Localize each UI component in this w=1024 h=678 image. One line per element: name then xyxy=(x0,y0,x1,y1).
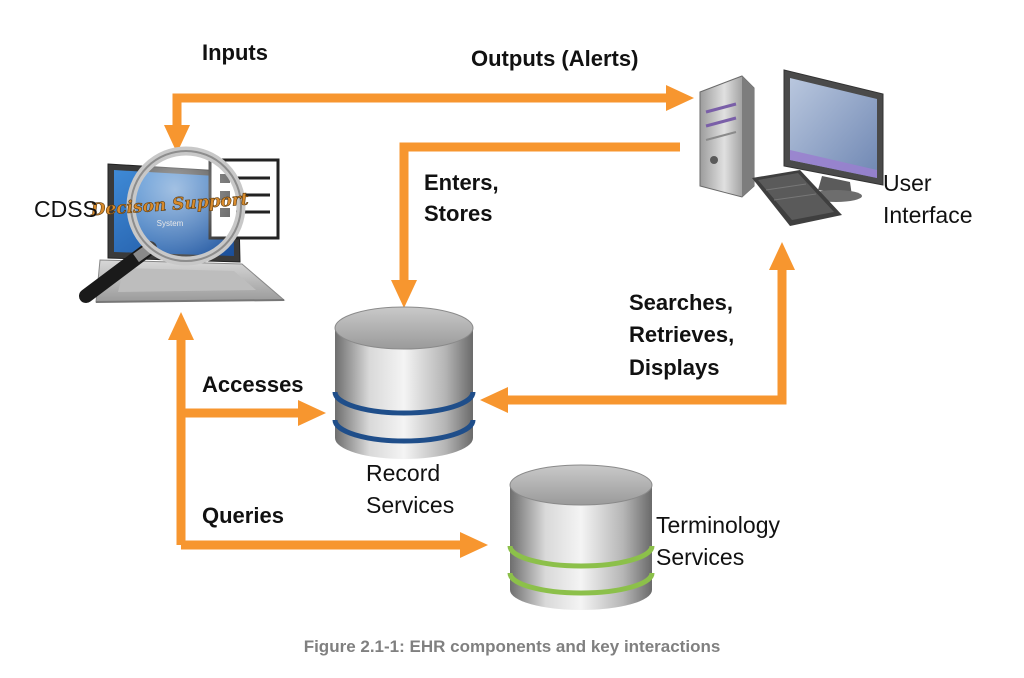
terminology-services-database-icon xyxy=(507,464,655,610)
enters-label: Enters, xyxy=(424,170,499,195)
searches-label: Searches, xyxy=(629,290,733,315)
record-services-label: Services xyxy=(366,492,455,518)
terminology-services-label: Services xyxy=(656,544,745,570)
laptop-screen-subtext: System xyxy=(157,219,184,228)
record-label: Record xyxy=(366,460,441,486)
laptop-magnifier-icon: Decison Support System xyxy=(79,146,286,303)
displays-label: Displays xyxy=(629,355,720,380)
arrowhead-to-cdss-bottom xyxy=(168,312,194,340)
terminology-label: Terminology xyxy=(656,512,780,538)
arrowhead-to-user-interface xyxy=(666,85,694,111)
arrowhead-to-terminology xyxy=(460,532,488,558)
interface-label: Interface xyxy=(883,202,973,228)
queries-label: Queries xyxy=(202,503,284,528)
arrowhead-to-user-interface-bottom xyxy=(769,242,795,270)
arrow-enters-stores xyxy=(399,142,680,282)
desktop-computer-icon xyxy=(699,69,884,226)
cdss-label: CDSS xyxy=(34,196,98,222)
inputs-label: Inputs xyxy=(202,40,268,65)
arrowhead-to-record-left xyxy=(298,400,326,426)
arrow-searches-retrieves-displays xyxy=(506,268,787,405)
retrieves-label: Retrieves, xyxy=(629,322,735,347)
record-services-database-icon xyxy=(332,306,476,459)
arrowhead-to-cdss xyxy=(164,125,190,153)
arrow-inputs-outputs xyxy=(172,93,668,127)
stores-label: Stores xyxy=(424,201,493,226)
outputs-label: Outputs (Alerts) xyxy=(471,46,639,71)
figure-caption: Figure 2.1-1: EHR components and key int… xyxy=(303,637,721,656)
arrowhead-to-record-top xyxy=(391,280,417,308)
accesses-label: Accesses xyxy=(202,372,304,397)
user-label: User xyxy=(883,170,932,196)
arrowhead-to-record-right xyxy=(480,387,508,413)
